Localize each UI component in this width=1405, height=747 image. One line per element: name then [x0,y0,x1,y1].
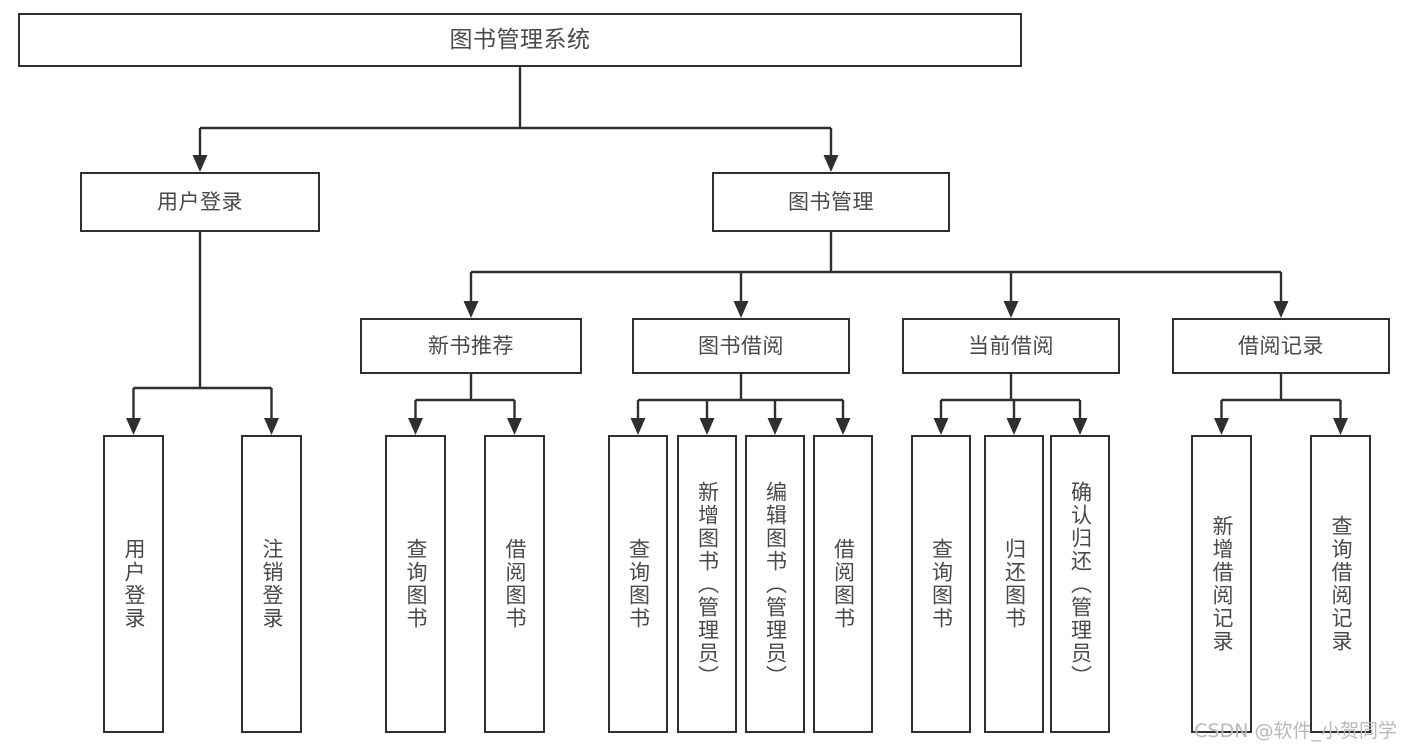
arrowhead-current-borrow [1003,301,1019,318]
arrowhead-new-book-recommend [463,301,479,318]
node-leaf-add-record[interactable]: 新增借阅记录 [1191,435,1252,733]
arrowhead-leaf-add-record [1214,418,1229,435]
node-label-leaf-query-record: 查询借阅记录 [1329,515,1353,653]
node-borrow-record[interactable]: 借阅记录 [1172,318,1390,374]
node-label-leaf-user-logout: 注销登录 [260,538,284,630]
node-label-leaf-return-book: 归还图书 [1002,538,1027,630]
node-label-leaf-borrow-book-1: 借阅图书 [503,538,527,630]
arrowhead-leaf-query-record [1333,418,1348,435]
node-label-leaf-query-book-1: 查询图书 [404,538,428,630]
node-leaf-borrow-book-2[interactable]: 借阅图书 [813,435,873,733]
node-new-book-recommend[interactable]: 新书推荐 [360,318,582,374]
node-label-leaf-user-login: 用户登录 [122,538,146,630]
node-label-new-book-recommend: 新书推荐 [428,333,514,358]
arrowhead-user-login [192,155,208,172]
node-label-book-manage: 图书管理 [788,189,874,214]
node-leaf-query-record[interactable]: 查询借阅记录 [1310,435,1371,733]
watermark-text: CSDN @软件_小贺同学 [1194,720,1397,742]
node-leaf-confirm-return[interactable]: 确认归还（管理员） [1050,435,1110,733]
arrowhead-leaf-query-book-2 [630,418,646,435]
node-label-leaf-query-book-3: 查询图书 [929,538,954,630]
node-leaf-query-book-2[interactable]: 查询图书 [608,435,668,733]
node-label-leaf-add-record: 新增借阅记录 [1210,515,1234,653]
arrowhead-leaf-query-book-1 [408,418,423,435]
arrowhead-book-borrow [733,301,749,318]
arrowhead-leaf-borrow-book-1 [507,418,522,435]
node-leaf-return-book[interactable]: 归还图书 [984,435,1044,733]
arrowhead-leaf-add-book [699,418,715,435]
node-leaf-query-book-3[interactable]: 查询图书 [911,435,971,733]
node-label-leaf-query-book-2: 查询图书 [626,538,651,630]
node-user-login[interactable]: 用户登录 [80,172,320,232]
node-label-current-borrow: 当前借阅 [968,333,1054,358]
node-leaf-user-login[interactable]: 用户登录 [103,435,164,733]
node-label-leaf-edit-book: 编辑图书（管理员） [763,480,788,688]
node-label-root: 图书管理系统 [449,26,591,53]
node-label-leaf-borrow-book-2: 借阅图书 [831,538,856,630]
node-label-leaf-confirm-return: 确认归还（管理员） [1068,480,1093,688]
node-label-user-login: 用户登录 [157,189,243,214]
node-leaf-user-logout[interactable]: 注销登录 [241,435,302,733]
node-book-manage[interactable]: 图书管理 [712,172,950,232]
node-label-book-borrow: 图书借阅 [698,333,784,358]
arrowhead-leaf-user-login [126,418,141,435]
arrowhead-book-manage [823,155,839,172]
node-leaf-borrow-book-1[interactable]: 借阅图书 [484,435,545,733]
node-current-borrow[interactable]: 当前借阅 [902,318,1120,374]
arrowhead-borrow-record [1273,301,1289,318]
arrowhead-leaf-query-book-3 [933,418,949,435]
arrowhead-leaf-user-logout [264,418,279,435]
node-book-borrow[interactable]: 图书借阅 [632,318,850,374]
arrowhead-leaf-confirm-return [1072,418,1088,435]
node-label-leaf-add-book: 新增图书（管理员） [695,480,720,688]
node-root[interactable]: 图书管理系统 [18,13,1022,67]
arrowhead-leaf-borrow-book-2 [835,418,851,435]
node-label-borrow-record: 借阅记录 [1238,333,1324,358]
node-leaf-add-book[interactable]: 新增图书（管理员） [677,435,737,733]
node-leaf-edit-book[interactable]: 编辑图书（管理员） [745,435,805,733]
arrowhead-leaf-return-book [1006,418,1022,435]
node-leaf-query-book-1[interactable]: 查询图书 [385,435,446,733]
arrowhead-leaf-edit-book [767,418,783,435]
